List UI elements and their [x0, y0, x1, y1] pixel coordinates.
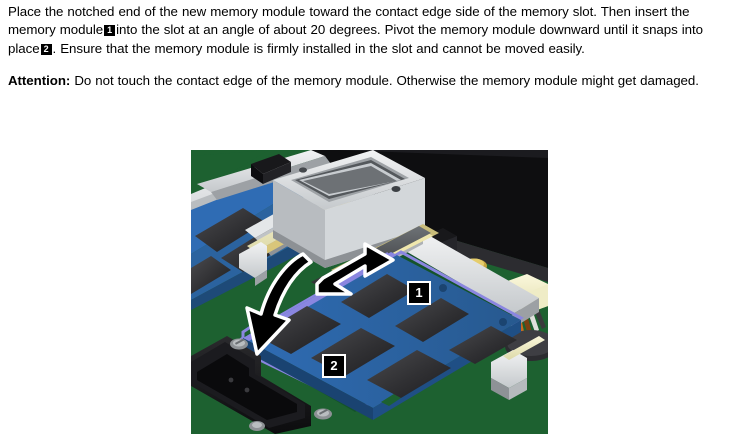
- attention-body: Do not touch the contact edge of the mem…: [70, 72, 699, 88]
- attention-paragraph: Attention: Do not touch the contact edge…: [8, 72, 732, 90]
- instruction-text-part-2: into the slot at an angle of about 20 de…: [8, 22, 704, 56]
- instruction-text-part-1: Place the notched end of the new memory …: [8, 4, 690, 38]
- inline-callout-marker-1: 1: [104, 25, 116, 37]
- text-block: Place the notched end of the new memory …: [8, 3, 732, 90]
- figure-callout-2: 2: [322, 354, 346, 378]
- memory-module-installation-illustration: 1 2: [191, 150, 548, 434]
- instruction-paragraph: Place the notched end of the new memory …: [8, 3, 732, 58]
- instruction-text-part-3: . Ensure that the memory module is firml…: [52, 40, 585, 56]
- figure-callout-1: 1: [407, 281, 431, 305]
- inline-callout-marker-2: 2: [40, 43, 52, 55]
- illustration-graphic: [191, 150, 548, 434]
- attention-label: Attention:: [8, 72, 71, 88]
